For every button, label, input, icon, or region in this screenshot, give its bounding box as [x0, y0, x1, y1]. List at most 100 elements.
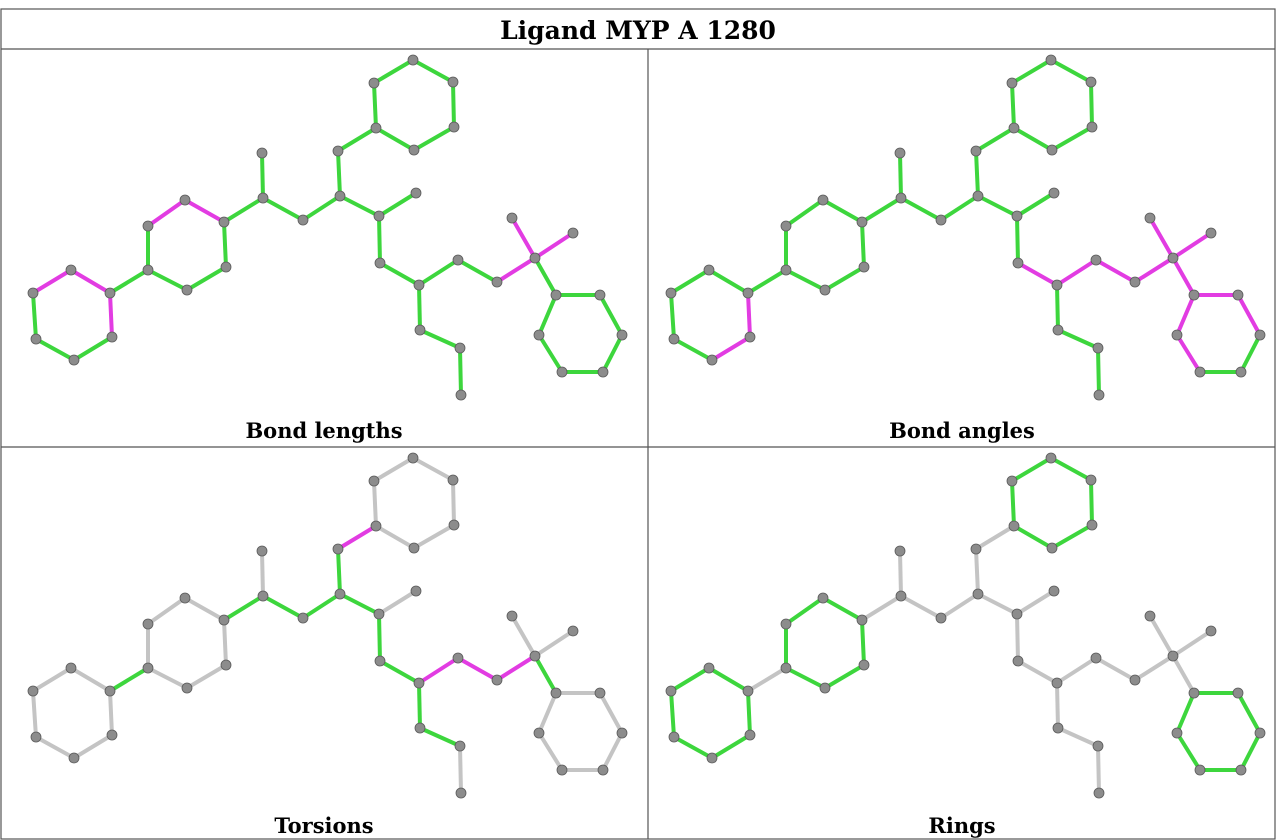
atom — [972, 588, 984, 600]
atom — [1006, 475, 1018, 487]
panel-atoms — [27, 54, 628, 401]
panel-rings: Rings — [665, 452, 1266, 838]
atom — [970, 543, 982, 555]
bond-outlier — [456, 656, 499, 682]
atom — [408, 542, 420, 554]
bond — [301, 194, 342, 222]
atom — [1167, 650, 1179, 662]
bond — [412, 523, 456, 550]
bond — [34, 337, 76, 362]
bond — [1055, 283, 1060, 332]
atom — [1052, 324, 1064, 336]
atom — [373, 608, 385, 620]
atom — [1052, 722, 1064, 734]
bond — [860, 220, 866, 269]
panel-caption: Torsions — [274, 813, 373, 838]
bond — [1010, 479, 1016, 528]
bond — [1056, 328, 1100, 350]
bond — [1010, 58, 1053, 85]
bond — [372, 456, 415, 483]
bond-outlier — [495, 256, 537, 284]
bond — [784, 666, 827, 690]
bond — [823, 265, 866, 292]
atom — [1144, 610, 1156, 622]
atom — [142, 618, 154, 630]
atom — [529, 252, 541, 264]
bond — [301, 592, 342, 620]
atom — [556, 366, 568, 378]
atom — [665, 685, 677, 697]
panel-caption: Bond lengths — [245, 418, 402, 443]
bond — [669, 268, 711, 295]
atom — [1093, 787, 1105, 799]
bond — [1015, 589, 1056, 616]
atom — [1008, 122, 1020, 134]
atom — [27, 287, 39, 299]
bond — [222, 196, 265, 224]
bond — [417, 681, 422, 730]
atom — [257, 192, 269, 204]
atom — [1171, 727, 1183, 739]
bond — [458, 744, 463, 795]
bond — [1171, 629, 1213, 658]
bond — [451, 478, 456, 527]
bond — [746, 666, 788, 693]
bond-outlier — [146, 198, 187, 228]
bond — [146, 596, 187, 626]
atom — [1045, 54, 1057, 66]
atom — [1051, 279, 1063, 291]
bond-outlier — [1171, 231, 1213, 260]
bond — [1175, 691, 1196, 735]
atom — [819, 284, 831, 296]
atom — [414, 324, 426, 336]
atom — [447, 474, 459, 486]
panel-bonds — [669, 58, 1262, 397]
atom — [1093, 389, 1105, 401]
bond — [411, 456, 455, 482]
bond — [336, 126, 378, 153]
atom — [181, 682, 193, 694]
atom — [1205, 625, 1217, 637]
atom — [407, 54, 419, 66]
bond — [823, 663, 866, 690]
atom — [780, 220, 792, 232]
atom — [1235, 366, 1247, 378]
atom — [1011, 608, 1023, 620]
atom — [374, 257, 386, 269]
figure-title: Ligand MYP A 1280 — [500, 16, 776, 45]
atom — [506, 212, 518, 224]
bond — [784, 198, 825, 228]
atom — [894, 147, 906, 159]
atom — [1235, 764, 1247, 776]
bond — [537, 333, 564, 374]
panel-atoms — [665, 54, 1266, 401]
bond-outlier — [710, 335, 752, 362]
atom — [594, 687, 606, 699]
atom — [1092, 342, 1104, 354]
atom — [1045, 452, 1057, 464]
atom — [668, 731, 680, 743]
atom — [780, 618, 792, 630]
atom — [454, 740, 466, 752]
atom — [27, 685, 39, 697]
atom — [413, 677, 425, 689]
atom — [1092, 740, 1104, 752]
atom — [334, 190, 346, 202]
bond-outlier — [1094, 258, 1137, 284]
atom — [256, 147, 268, 159]
atom — [1006, 77, 1018, 89]
atom — [597, 366, 609, 378]
bond-outlier — [69, 268, 112, 295]
bond-outlier — [1133, 256, 1175, 284]
atom — [703, 662, 715, 674]
atom — [668, 333, 680, 345]
bond — [260, 151, 265, 200]
bond — [533, 256, 558, 297]
bond — [378, 261, 421, 287]
bond — [1089, 80, 1094, 129]
bond — [1175, 731, 1202, 772]
atom — [447, 76, 459, 88]
bond — [860, 196, 903, 224]
atom — [780, 662, 792, 674]
bond — [377, 191, 418, 218]
